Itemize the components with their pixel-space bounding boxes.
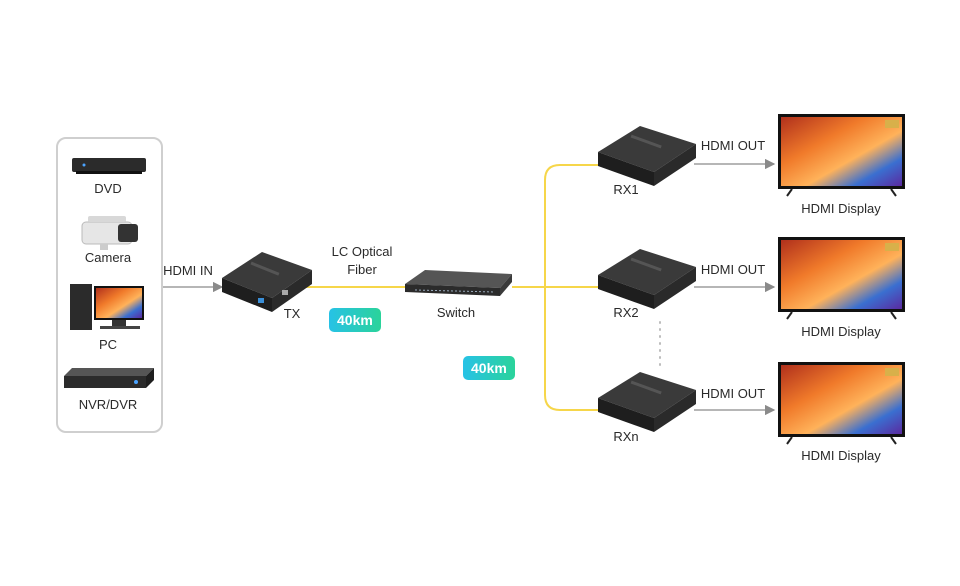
hdmi-display-3-icon — [778, 362, 905, 445]
source-label-pc: PC — [98, 337, 118, 352]
rxn-label: RXn — [613, 429, 639, 444]
hdmi-in-label: HDMI IN — [163, 263, 213, 278]
source-label-nvr-dvr: NVR/DVR — [78, 397, 138, 412]
rx1-label: RX1 — [613, 182, 639, 197]
distance-badge-rx: 40km — [463, 356, 515, 380]
tx-label: TX — [283, 306, 301, 321]
hdmi-display-2-icon — [778, 237, 905, 320]
hdmi-display-1-icon — [778, 114, 905, 197]
hdmi-out-label-2: HDMI OUT — [700, 262, 766, 277]
rx1-device-icon — [598, 126, 696, 186]
display-label-3: HDMI Display — [801, 448, 881, 463]
rx2-label: RX2 — [613, 305, 639, 320]
source-label-camera: Camera — [84, 250, 132, 265]
fiber-label-line2: Fiber — [347, 262, 377, 277]
fiber-label-line1: LC Optical — [331, 244, 393, 259]
hdmi-out-label-3: HDMI OUT — [700, 386, 766, 401]
switch-icon — [405, 270, 512, 296]
fiber-branch-vertical — [544, 164, 600, 411]
display-label-2: HDMI Display — [801, 324, 881, 339]
rxn-device-icon — [598, 372, 696, 432]
distance-badge-tx: 40km — [329, 308, 381, 332]
tx-device-icon — [222, 252, 312, 312]
rx2-device-icon — [598, 249, 696, 309]
source-label-dvd: DVD — [94, 181, 122, 196]
switch-label: Switch — [436, 305, 476, 320]
hdmi-out-label-1: HDMI OUT — [700, 138, 766, 153]
display-label-1: HDMI Display — [801, 201, 881, 216]
